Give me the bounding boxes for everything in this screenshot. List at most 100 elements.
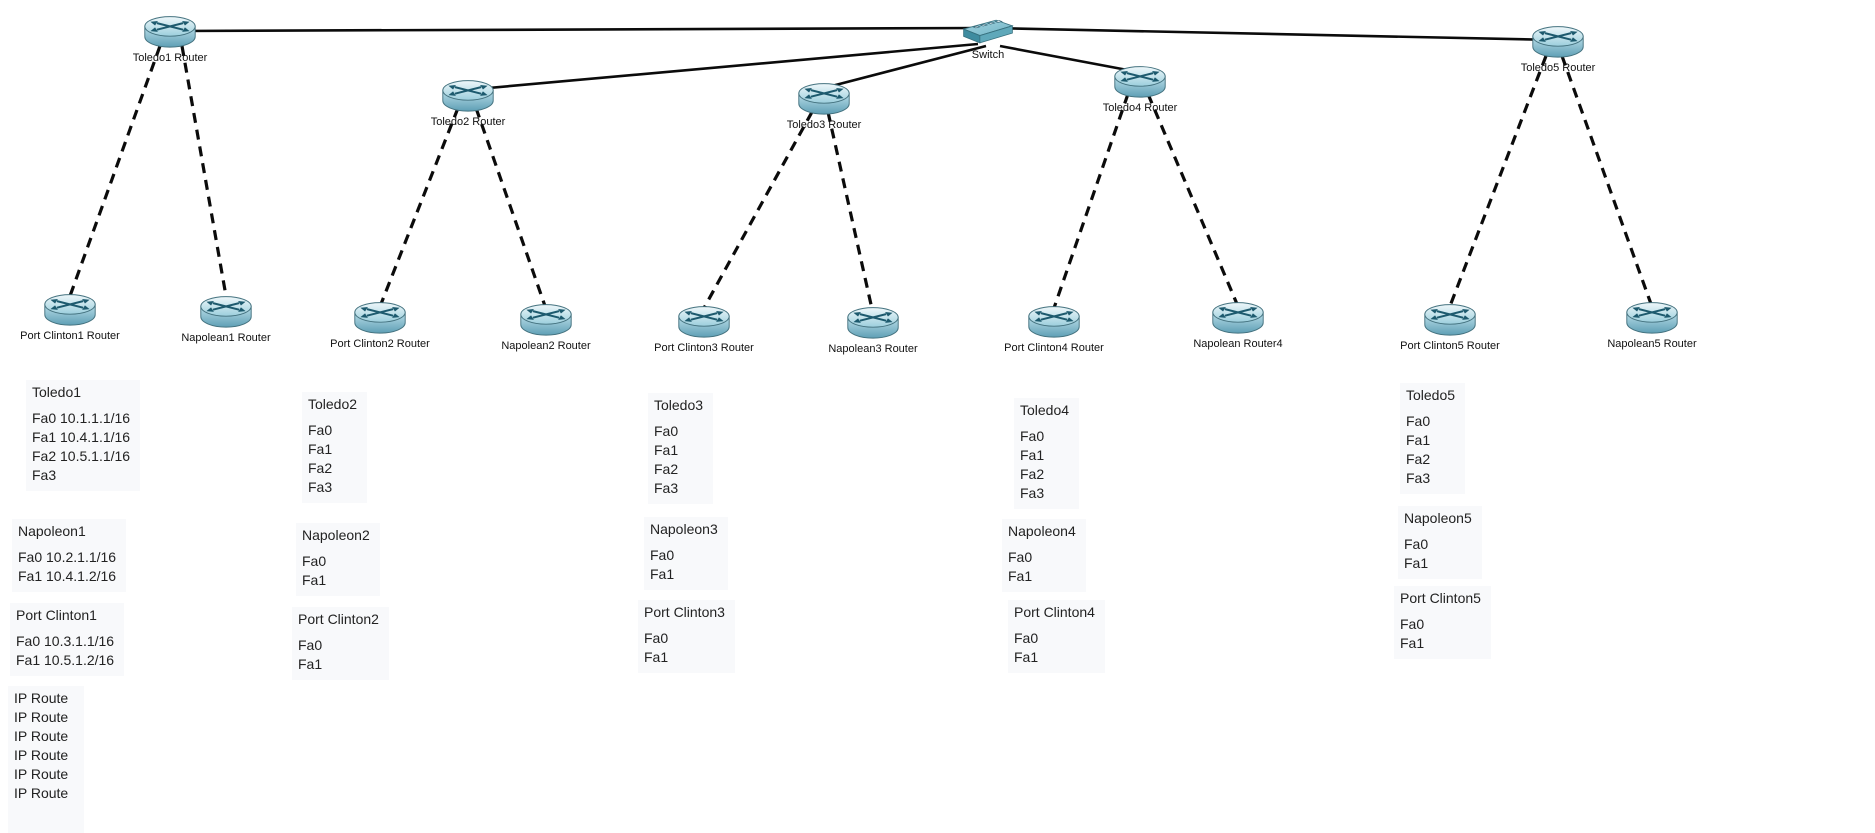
note-line: Fa2 10.5.1.1/16 (32, 448, 131, 464)
note-line: IP Route (14, 709, 69, 725)
link-switch-toledo3[interactable] (823, 44, 987, 90)
switch-icon (963, 19, 1013, 44)
device-napolean5-router[interactable]: Napolean5 Router (1607, 298, 1697, 350)
link-switch-toledo1[interactable] (175, 26, 987, 33)
device-switch[interactable]: Switch (962, 14, 1014, 61)
note-line: Fa1 (298, 656, 323, 672)
router-icon (1211, 301, 1265, 335)
router-icon (846, 306, 900, 340)
note-line: Fa0 (650, 547, 675, 563)
link-toledo5-portclinton5[interactable] (1448, 55, 1548, 307)
note-line: Fa2 (1020, 466, 1045, 482)
link-toledo5-napolean5[interactable] (1560, 55, 1653, 305)
router-icon (353, 301, 407, 335)
device-napolean3-router[interactable]: Napolean3 Router (828, 303, 918, 355)
note-line: Fa1 (1406, 432, 1431, 448)
router-icon (441, 79, 495, 113)
device-napolean2-router[interactable]: Napolean2 Router (501, 300, 591, 352)
note-title: Napoleon3 (650, 521, 718, 537)
device-label: Port Clinton1 Router (20, 330, 120, 342)
device-portclinton4-router[interactable]: Port Clinton4 Router (1004, 302, 1104, 354)
note-title: Toledo2 (308, 396, 358, 412)
device-portclinton2-router[interactable]: Port Clinton2 Router (330, 298, 430, 350)
device-label: Napolean2 Router (501, 340, 591, 352)
device-label: Toledo5 Router (1520, 62, 1596, 74)
note-line: IP Route (14, 690, 69, 706)
device-toledo5-router[interactable]: Toledo5 Router (1521, 22, 1595, 74)
device-toledo3-router[interactable]: Toledo3 Router (787, 79, 861, 131)
router-icon (1531, 25, 1585, 59)
note-line: Fa2 (654, 461, 679, 477)
device-label: Napolean Router4 (1193, 338, 1283, 350)
note-line: Fa3 (1020, 485, 1045, 501)
note-line: Fa0 10.2.1.1/16 (18, 549, 117, 565)
note-title: Port Clinton4 (1014, 604, 1095, 620)
note-line: Fa3 (654, 480, 679, 496)
note-line: Fa1 (644, 649, 669, 665)
device-portclinton3-router[interactable]: Port Clinton3 Router (654, 302, 754, 354)
link-toledo2-napolean2[interactable] (474, 107, 547, 307)
router-icon (1027, 305, 1081, 339)
link-toledo3-napolean3[interactable] (826, 111, 874, 310)
link-toledo4-portclinton4[interactable] (1052, 93, 1130, 309)
note-line: Fa1 (1404, 555, 1429, 571)
note-title: Toledo4 (1020, 402, 1070, 418)
note-line: Fa1 (1014, 649, 1039, 665)
router-icon (1423, 303, 1477, 337)
device-label: Port Clinton2 Router (330, 338, 430, 350)
device-napolean4-router[interactable]: Napolean Router4 (1193, 298, 1283, 350)
note-line: Fa1 10.4.1.1/16 (32, 429, 131, 445)
link-toledo1-napolean1[interactable] (180, 45, 228, 297)
note-line: Fa3 (32, 467, 57, 483)
device-label: Switch (971, 49, 1005, 61)
link-toledo4-napolean4[interactable] (1146, 93, 1239, 305)
link-switch-toledo2[interactable] (465, 42, 979, 92)
device-toledo4-router[interactable]: Toledo4 Router (1103, 62, 1177, 114)
device-napolean1-router[interactable]: Napolean1 Router (181, 292, 271, 344)
device-portclinton5-router[interactable]: Port Clinton5 Router (1400, 300, 1500, 352)
note-line: Fa0 (1020, 428, 1045, 444)
device-toledo2-router[interactable]: Toledo2 Router (431, 76, 505, 128)
device-toledo1-router[interactable]: Toledo1 Router (133, 12, 207, 64)
device-label: Toledo2 Router (430, 116, 506, 128)
note-line: Fa0 10.3.1.1/16 (16, 633, 115, 649)
note-title: Port Clinton1 (16, 607, 97, 623)
link-switch-toledo4[interactable] (999, 44, 1139, 74)
link-toledo1-portclinton1[interactable] (68, 45, 162, 297)
link-toledo3-portclinton3[interactable] (702, 111, 814, 309)
note-line: Fa0 (1404, 536, 1429, 552)
note-title: Toledo3 (654, 397, 704, 413)
link-switch-toledo5[interactable] (989, 26, 1557, 42)
note-line: Fa0 (302, 553, 327, 569)
note-line: Fa0 (654, 423, 679, 439)
note-line: Fa1 10.5.1.2/16 (16, 652, 115, 668)
link-toledo2-portclinton2[interactable] (379, 107, 460, 305)
device-portclinton1-router[interactable]: Port Clinton1 Router (20, 290, 120, 342)
device-label: Toledo1 Router (132, 52, 208, 64)
